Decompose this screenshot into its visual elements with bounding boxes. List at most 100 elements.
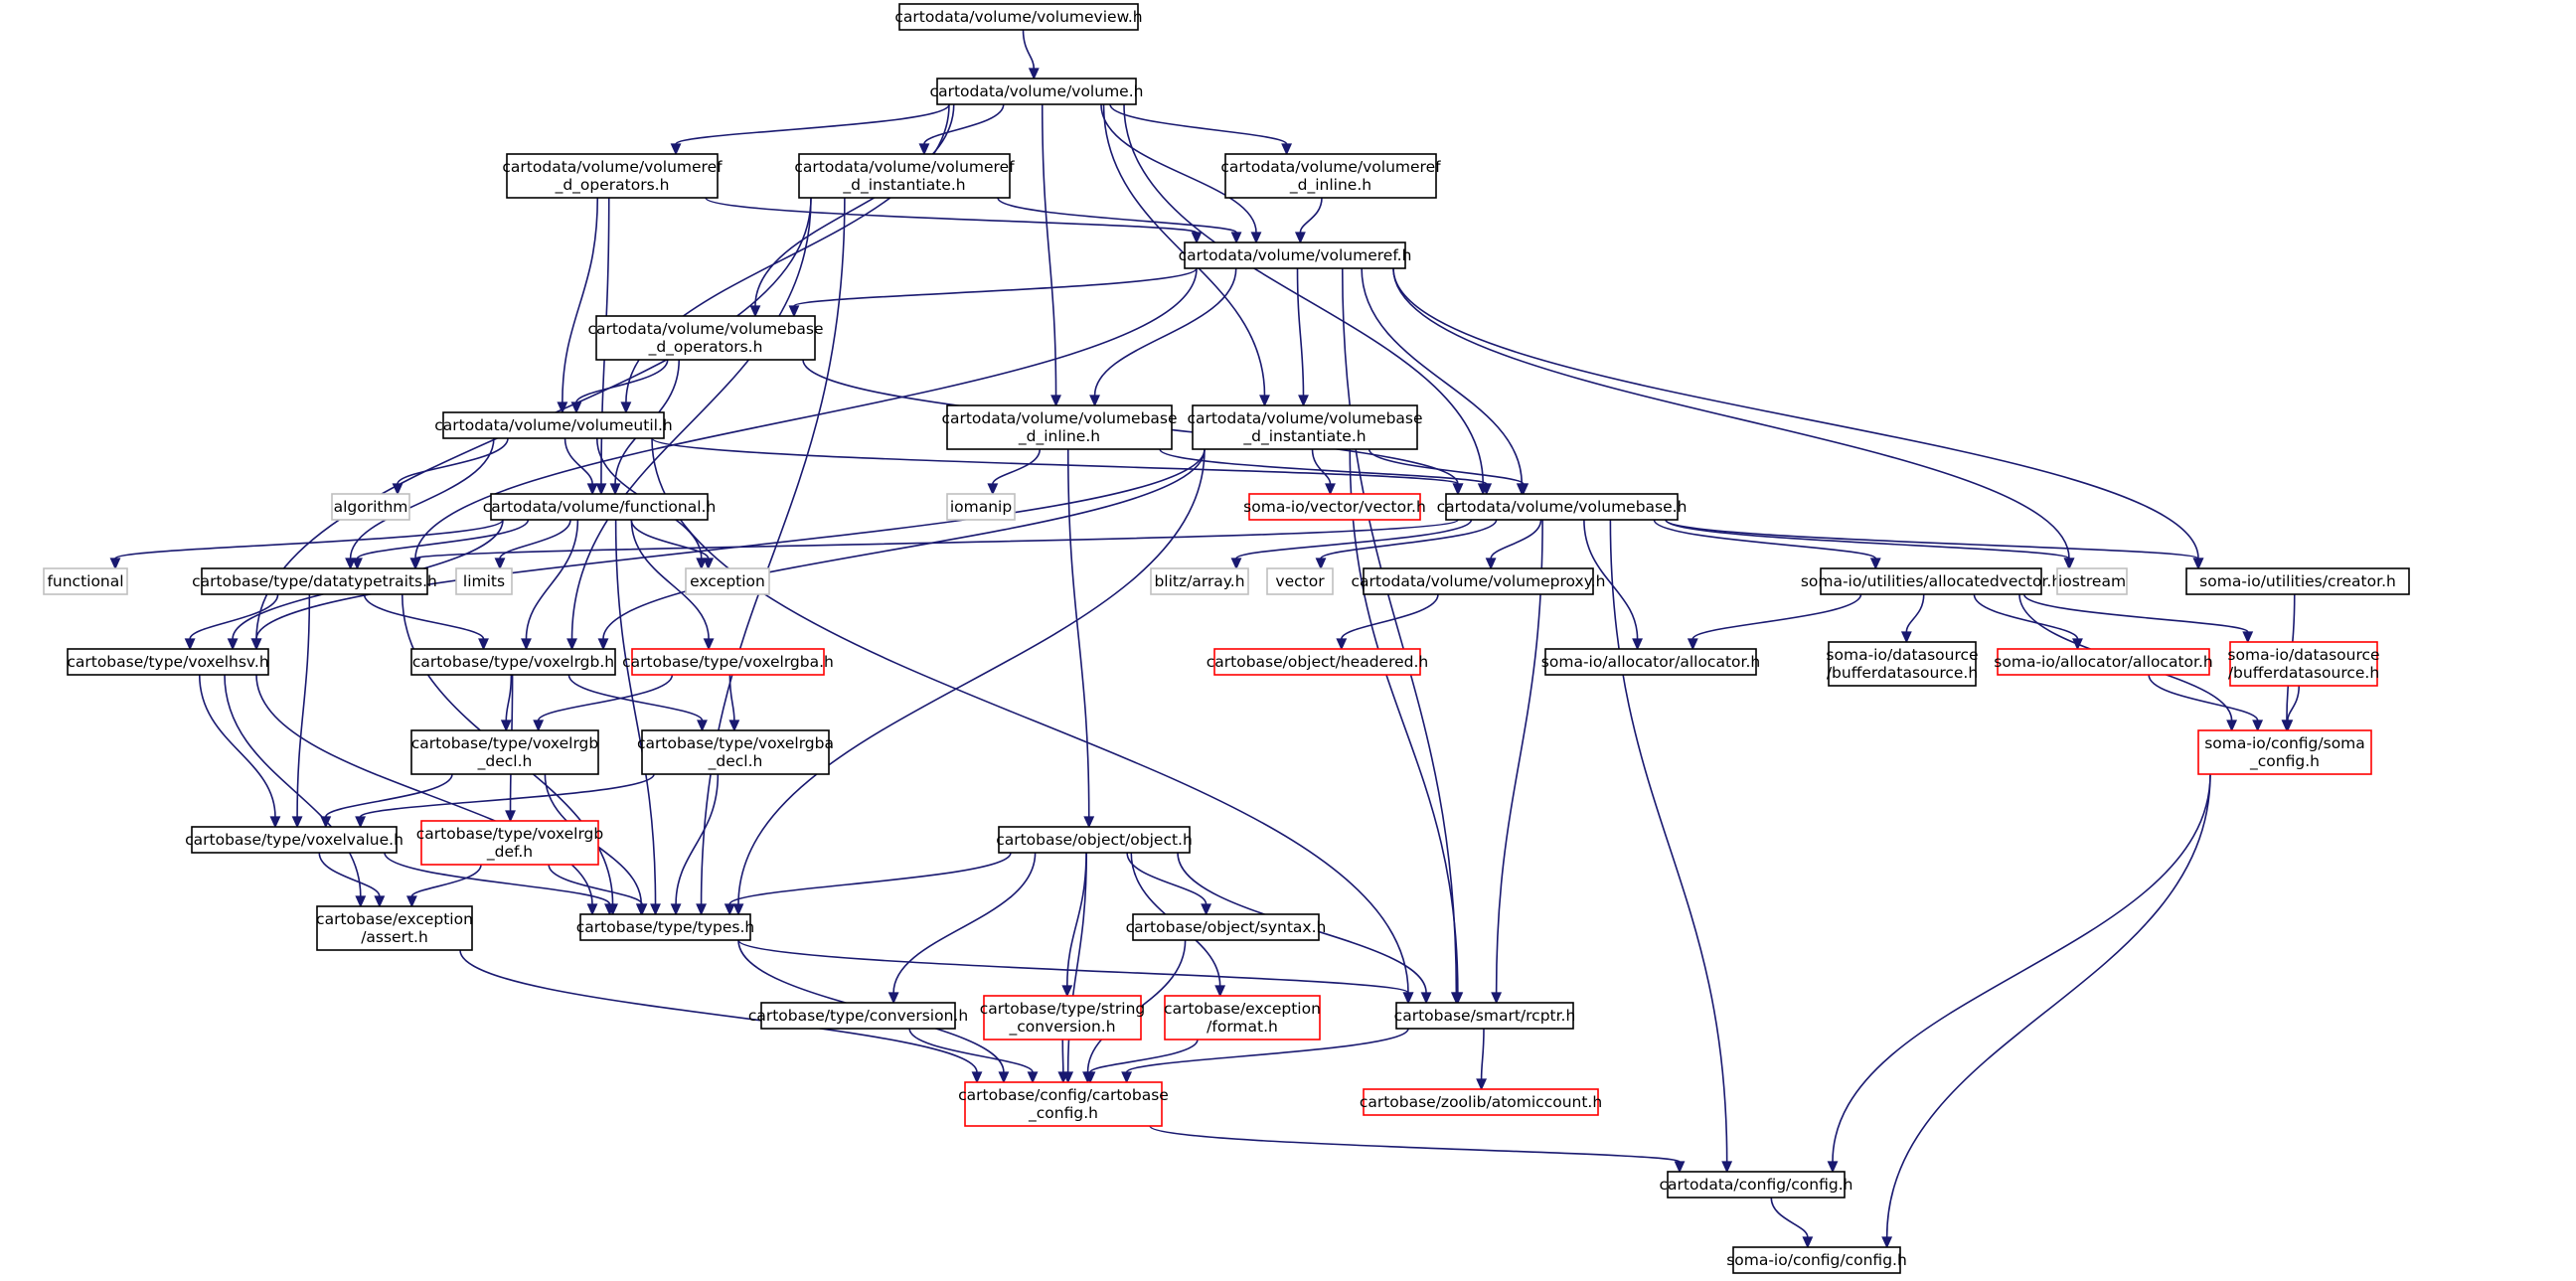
node-volumeview[interactable]: cartodata/volume/volumeview.h [894, 3, 1143, 31]
node-box [316, 905, 473, 951]
node-box [442, 411, 665, 439]
node-object-h[interactable]: cartobase/object/object.h [996, 826, 1193, 854]
node-allocatedvector[interactable]: soma-io/utilities/allocatedvector.h [1801, 567, 2061, 595]
edge-string-conv-to-cartobase-config [1057, 1039, 1069, 1084]
arrowhead [2252, 720, 2264, 732]
node-box [1192, 404, 1418, 450]
node-vbase-inline[interactable]: cartodata/volume/volumebase_d_inline.h [941, 404, 1178, 450]
node-box [798, 153, 1011, 199]
node-cd-config[interactable]: cartodata/config/config.h [1660, 1171, 1853, 1199]
arrowhead [352, 558, 363, 570]
node-label: soma-io/datasource [1826, 646, 1978, 664]
edge-allocatedvector-to-bufferds-red [2022, 593, 2254, 644]
node-vref-ops[interactable]: cartodata/volume/volumeref_d_operators.h [502, 153, 723, 199]
node-syntax-h[interactable]: cartobase/object/syntax.h [1126, 913, 1327, 941]
node-allocator-h[interactable]: soma-io/allocator/allocator.h [1541, 648, 1760, 676]
edge-volume-to-volumeutil [620, 103, 950, 414]
edge-datatypetraits-to-voxelvalue [291, 593, 311, 829]
node-voxelvalue[interactable]: cartobase/type/voxelvalue.h [185, 826, 403, 854]
arrowhead [650, 903, 661, 916]
node-box [936, 78, 1137, 105]
edge-allocator-red-to-soma-config [2148, 674, 2264, 732]
edge-line [602, 448, 1206, 640]
node-box [410, 729, 599, 775]
arrowhead [1259, 395, 1270, 407]
edge-volumeref-to-vbase-ops [788, 267, 1198, 318]
node-label: cartobase/type/datatypetraits.h [192, 572, 437, 590]
edge-line [1126, 852, 1208, 905]
node-datatypetraits[interactable]: cartobase/type/datatypetraits.h [192, 567, 437, 595]
node-bufferds-red[interactable]: soma-io/datasource/bufferdatasource.h [2227, 641, 2380, 687]
edge-line [1296, 267, 1305, 397]
node-label: cartobase/exception [1164, 1000, 1321, 1018]
node-vbase-inst[interactable]: cartodata/volume/volumebase_d_instantiat… [1187, 404, 1423, 450]
edge-line [414, 267, 1198, 560]
edge-line [1109, 103, 1288, 145]
node-string-conv[interactable]: cartobase/type/string_conversion.h [980, 995, 1145, 1041]
edge-line [793, 267, 1198, 307]
node-creator[interactable]: soma-io/utilities/creator.h [2185, 567, 2410, 595]
arrowhead [478, 638, 489, 651]
node-atomiccount[interactable]: cartobase/zoolib/atomiccount.h [1360, 1088, 1602, 1116]
node-voxelrgb[interactable]: cartobase/type/voxelrgb.h [410, 648, 616, 676]
node-volume[interactable]: cartodata/volume/volume.h [930, 78, 1144, 105]
node-conversion[interactable]: cartobase/type/conversion.h [748, 1002, 968, 1030]
node-types-h[interactable]: cartobase/type/types.h [576, 913, 754, 941]
edge-line [1093, 267, 1237, 397]
arrowhead [227, 638, 239, 651]
edge-line [1341, 267, 1458, 994]
node-functional: functional [43, 567, 128, 595]
edge-volume-to-volumeref [1100, 103, 1262, 244]
edge-rcptr-to-cartobase-config [1121, 1028, 1409, 1084]
edge-line [754, 103, 955, 307]
arrowhead [1214, 985, 1226, 998]
node-headered[interactable]: cartobase/object/headered.h [1207, 648, 1429, 676]
node-bufferds[interactable]: soma-io/datasource/bufferdatasource.h [1826, 641, 1979, 687]
node-box [685, 567, 770, 595]
node-label: soma-io/config/soma [2204, 734, 2365, 752]
edge-volumeref-to-vbase-inst [1296, 267, 1309, 407]
node-format-h[interactable]: cartobase/exception/format.h [1164, 995, 1321, 1041]
arrowhead [703, 558, 715, 570]
node-assert-h[interactable]: cartobase/exception/assert.h [316, 905, 473, 951]
node-volumeutil[interactable]: cartodata/volume/volumeutil.h [434, 411, 673, 439]
node-allocator-red[interactable]: soma-io/allocator/allocator.h [1994, 648, 2213, 676]
node-voxelrgb-def[interactable]: cartobase/type/voxelrgb_def.h [416, 820, 603, 866]
arrowhead [184, 638, 196, 651]
node-soma-config[interactable]: soma-io/config/soma_config.h [2197, 729, 2372, 775]
node-box [2197, 729, 2372, 775]
node-voxelrgba-decl[interactable]: cartobase/type/voxelrgba_decl.h [637, 729, 834, 775]
arrowhead [1420, 992, 1432, 1005]
node-volumeref[interactable]: cartodata/volume/volumeref.h [1179, 241, 1412, 269]
arrowhead [620, 401, 632, 414]
node-somaio-config[interactable]: soma-io/config/config.h [1726, 1246, 1907, 1274]
edge-line [255, 448, 1206, 640]
node-label: cartobase/object/object.h [996, 831, 1193, 849]
arrowhead [604, 903, 615, 916]
node-iostream: iostream [2056, 567, 2128, 595]
node-volumebase[interactable]: cartodata/volume/volumebase.h [1437, 493, 1688, 521]
edge-vbase-inline-to-object-h [1066, 448, 1095, 829]
node-volumeproxy[interactable]: cartodata/volume/volumeproxy.h [1352, 567, 1606, 595]
node-vector-h[interactable]: soma-io/vector/vector.h [1243, 493, 1426, 521]
node-voxelrgba[interactable]: cartobase/type/voxelrgba.h [622, 648, 834, 676]
edge-line [505, 674, 513, 721]
edge-allocatedvector-to-allocator-red [1973, 593, 2083, 651]
edge-voxelrgba-to-voxelrgb-decl [533, 674, 674, 732]
arrowhead [1325, 483, 1336, 496]
node-vref-inst[interactable]: cartodata/volume/volumeref_d_instantiate… [794, 153, 1015, 199]
edge-line [1041, 103, 1057, 397]
node-box [1224, 153, 1437, 199]
node-functional-h[interactable]: cartodata/volume/functional.h [483, 493, 717, 521]
node-voxelrgb-decl[interactable]: cartobase/type/voxelrgb_decl.h [410, 729, 599, 775]
node-vref-inline[interactable]: cartodata/volume/volumeref_d_inline.h [1220, 153, 1441, 199]
arrowhead [1294, 232, 1306, 244]
node-voxelhsv[interactable]: cartobase/type/voxelhsv.h [67, 648, 269, 676]
node-label: /bufferdatasource.h [1827, 664, 1978, 682]
node-cartobase-config[interactable]: cartobase/config/cartobase_config.h [958, 1081, 1169, 1127]
node-vbase-ops[interactable]: cartodata/volume/volumebase_d_operators.… [587, 315, 824, 361]
edge-line [198, 674, 276, 818]
node-rcptr[interactable]: cartobase/smart/rcptr.h [1394, 1002, 1576, 1030]
arrowhead [1881, 1236, 1893, 1249]
